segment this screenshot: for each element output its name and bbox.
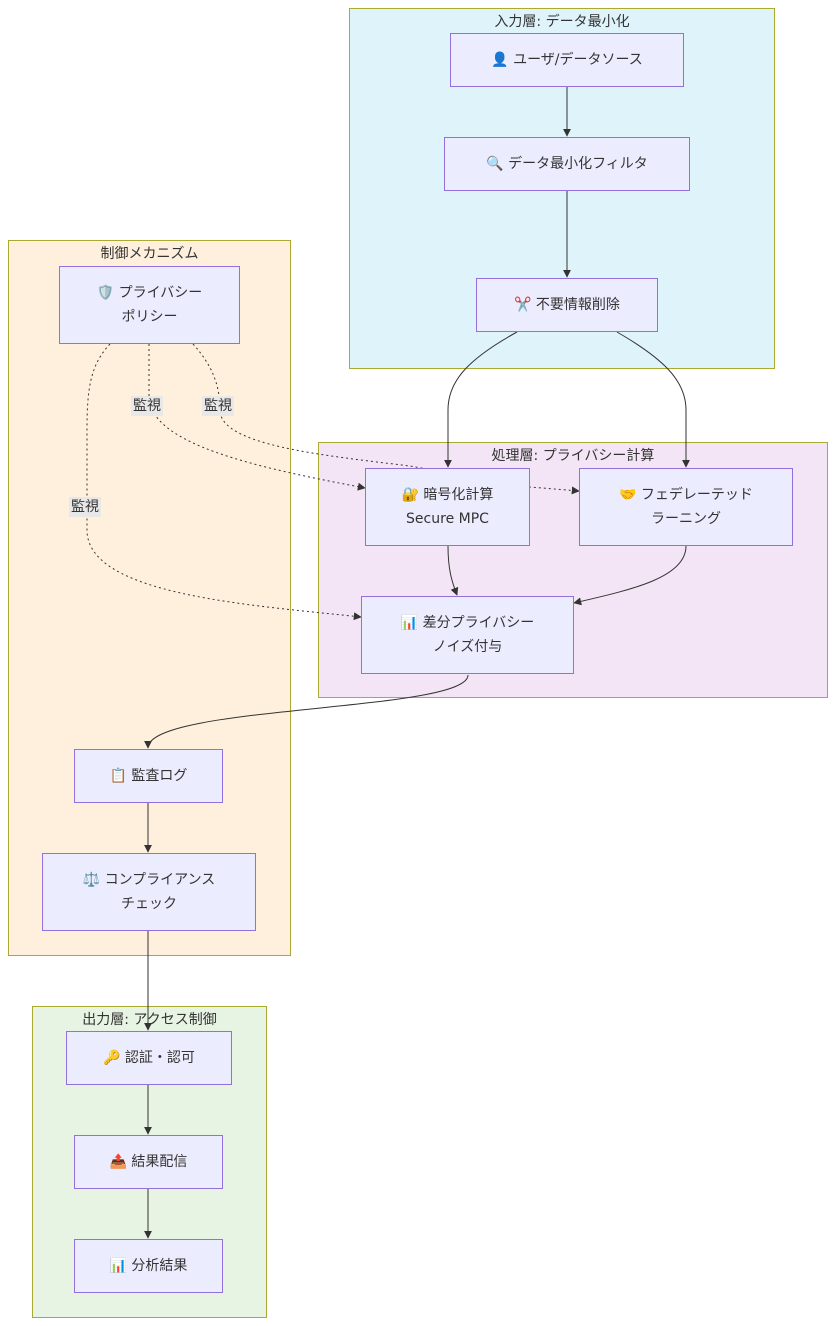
edge-policy-monitor-federated (192, 343, 580, 495)
node-differential-privacy[interactable]: 📊 差分プライバシー ノイズ付与 (361, 596, 574, 674)
node-secure-mpc-label: 🔐 暗号化計算 Secure MPC (401, 487, 494, 527)
node-compliance-check-label: ⚖️ コンプライアンス チェック (82, 872, 216, 912)
cluster-input-title: 入力層: データ最小化 (494, 14, 630, 30)
node-user-data-source[interactable]: 👤 ユーザ/データソース (450, 33, 684, 87)
cluster-output-title: 出力層: アクセス制御 (82, 1012, 217, 1028)
node-compliance-check[interactable]: ⚖️ コンプライアンス チェック (42, 853, 256, 931)
node-data-minimization-filter[interactable]: 🔍 データ最小化フィルタ (444, 137, 690, 191)
node-secure-mpc[interactable]: 🔐 暗号化計算 Secure MPC (365, 468, 530, 546)
node-data-minimization-filter-label: 🔍 データ最小化フィルタ (486, 156, 648, 172)
node-privacy-policy-label: 🛡️ プライバシー ポリシー (96, 285, 203, 325)
edge-diffpriv-to-audit (144, 674, 469, 749)
edge-policy-monitor-mpc (148, 344, 366, 491)
node-result-delivery-label: 📤 結果配信 (109, 1154, 188, 1170)
node-result-delivery[interactable]: 📤 結果配信 (74, 1135, 223, 1189)
cluster-control-title: 制御メカニズム (100, 246, 199, 262)
node-federated-learning-label: 🤝 フェデレーテッド ラーニング (619, 487, 753, 527)
cluster-processing-title: 処理層: プライバシー計算 (491, 448, 655, 464)
node-user-data-source-label: 👤 ユーザ/データソース (491, 52, 643, 68)
node-remove-unneeded-info-label: ✂️ 不要情報削除 (514, 297, 620, 313)
edge-label-monitor-diffpriv: 監視 (69, 497, 101, 517)
node-differential-privacy-label: 📊 差分プライバシー ノイズ付与 (400, 615, 535, 655)
node-analysis-result-label: 📊 分析結果 (109, 1258, 188, 1274)
edge-remove-to-mpc (444, 331, 518, 468)
edge-federated-to-diffpriv (573, 545, 687, 606)
node-federated-learning[interactable]: 🤝 フェデレーテッド ラーニング (579, 468, 793, 546)
node-authentication-authorization-label: 🔑 認証・認可 (103, 1050, 195, 1066)
node-remove-unneeded-info[interactable]: ✂️ 不要情報削除 (476, 278, 658, 332)
node-privacy-policy[interactable]: 🛡️ プライバシー ポリシー (59, 266, 240, 344)
node-audit-log-label: 📋 監査ログ (109, 768, 188, 784)
edge-mpc-to-diffpriv (447, 545, 459, 596)
edge-label-monitor-mpc: 監視 (131, 396, 163, 416)
edge-policy-monitor-diffpriv (86, 343, 362, 621)
edge-remove-to-federated (616, 331, 690, 468)
node-analysis-result[interactable]: 📊 分析結果 (74, 1239, 223, 1293)
edge-label-monitor-federated: 監視 (202, 396, 234, 416)
node-audit-log[interactable]: 📋 監査ログ (74, 749, 223, 803)
node-authentication-authorization[interactable]: 🔑 認証・認可 (66, 1031, 232, 1085)
